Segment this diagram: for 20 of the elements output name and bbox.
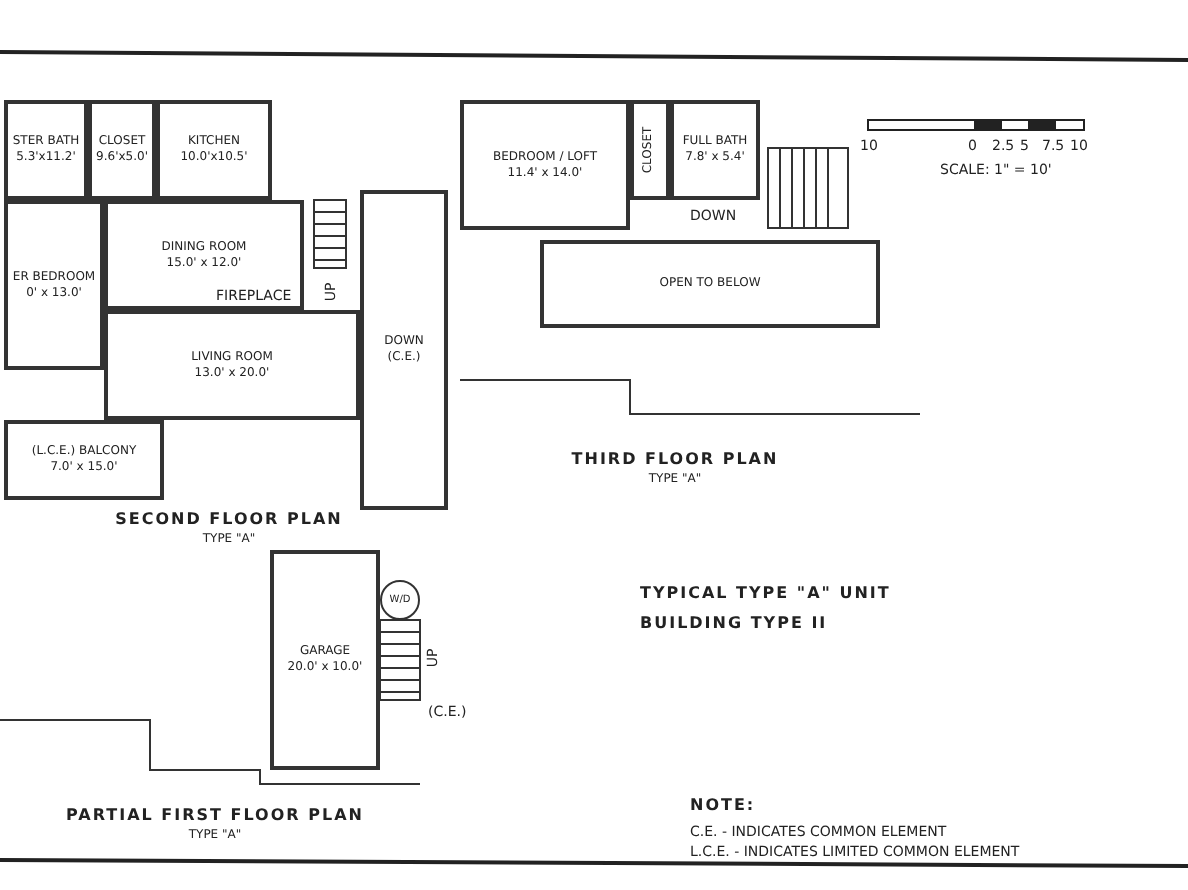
room-outline — [88, 100, 156, 200]
room-outline — [4, 100, 88, 200]
plan-title: PARTIAL FIRST FLOOR PLAN — [64, 806, 366, 824]
room-outline — [104, 310, 360, 420]
room-outline — [540, 240, 880, 328]
note-heading: NOTE: — [690, 796, 756, 814]
appliance-circle — [380, 580, 420, 620]
room-outline — [270, 550, 380, 770]
room-outline — [104, 200, 304, 310]
room-outline — [4, 200, 104, 370]
room-outline — [630, 100, 670, 200]
room-outline — [360, 190, 448, 510]
plan-title: THIRD FLOOR PLAN — [569, 450, 781, 468]
room-outline — [4, 420, 164, 500]
plan-title: SECOND FLOOR PLAN — [113, 510, 345, 528]
building-type-heading: BUILDING TYPE II — [640, 614, 828, 632]
room-outline — [670, 100, 760, 200]
room-outline — [460, 100, 630, 230]
room-outline — [156, 100, 272, 200]
unit-type-heading: TYPICAL TYPE "A" UNIT — [640, 584, 891, 602]
